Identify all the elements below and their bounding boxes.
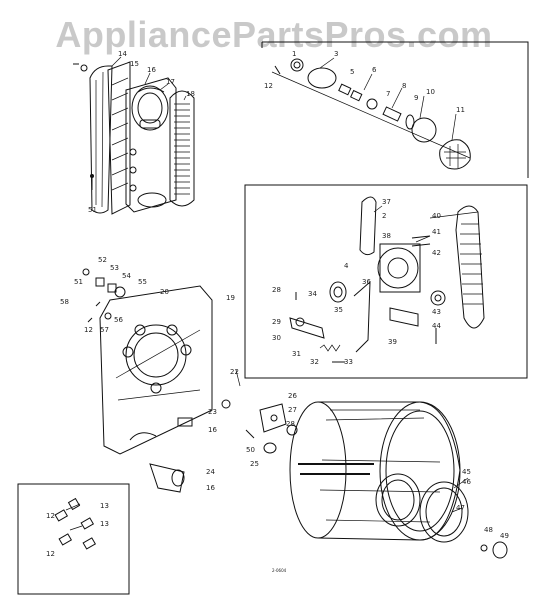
part-label: 50 <box>246 446 255 454</box>
part-label: 28 <box>272 286 281 294</box>
part-label: 29 <box>272 318 281 326</box>
part-label: 15 <box>130 60 139 68</box>
part-label: 32 <box>310 358 319 366</box>
motor-assembly <box>289 196 485 363</box>
part-label: 12 <box>46 550 55 558</box>
part-label: 11 <box>456 106 465 114</box>
part-label: 56 <box>114 316 123 324</box>
part-label: 1 <box>292 50 296 58</box>
part-label: 4 <box>344 262 349 270</box>
rear-bulkhead <box>82 268 231 493</box>
part-label: 27 <box>288 406 297 414</box>
drum-assembly <box>245 401 508 559</box>
part-label: 20 <box>160 288 169 296</box>
part-label: 16 <box>147 66 156 74</box>
part-label: 37 <box>382 198 391 206</box>
part-label: 52 <box>98 256 107 264</box>
part-label: 58 <box>60 298 69 306</box>
part-label: 13 <box>100 502 109 510</box>
part-label: 16 <box>208 426 217 434</box>
part-label: 25 <box>250 460 259 468</box>
part-label: 49 <box>500 532 509 540</box>
part-label: 48 <box>484 526 493 534</box>
part-label: 30 <box>272 334 281 342</box>
part-label: 53 <box>110 264 119 272</box>
part-label: 12 <box>46 512 55 520</box>
part-label: 51 <box>88 206 97 214</box>
part-label: 46 <box>462 478 471 486</box>
watermark: AppliancePartsPros.com <box>55 14 493 55</box>
part-label: 41 <box>432 228 441 236</box>
part-label: 17 <box>166 78 175 86</box>
part-label: 14 <box>118 50 127 58</box>
part-label: 39 <box>388 338 397 346</box>
part-label: 31 <box>292 350 301 358</box>
motor-box <box>244 184 528 379</box>
part-label: 47 <box>456 504 465 512</box>
part-label: 3 <box>334 50 338 58</box>
part-label: 12 <box>84 326 93 334</box>
part-label: 33 <box>344 358 353 366</box>
part-label: 12 <box>264 82 273 90</box>
part-label: 10 <box>426 88 435 96</box>
rear-bearing-assembly <box>271 58 471 170</box>
leader-lines <box>111 56 469 513</box>
part-label: 8 <box>402 82 406 90</box>
part-label: 38 <box>382 232 391 240</box>
part-label: 13 <box>100 520 109 528</box>
part-label: 22 <box>230 368 239 376</box>
part-label: 35 <box>334 306 343 314</box>
part-labels: 14 15 16 17 18 51 12 1 3 5 6 7 8 9 10 11… <box>46 50 509 573</box>
part-label: 55 <box>138 278 147 286</box>
part-label: 16 <box>206 484 215 492</box>
part-label: 54 <box>122 272 131 280</box>
part-label: 57 <box>100 326 109 334</box>
part-label: 51 <box>74 278 83 286</box>
part-label: 9 <box>414 94 418 102</box>
diagram-code: 2-0604 <box>272 568 287 573</box>
part-label: 7 <box>386 90 390 98</box>
part-label: 43 <box>432 308 441 316</box>
part-label: 44 <box>432 322 441 330</box>
part-label: 45 <box>462 468 471 476</box>
part-label: 28 <box>286 420 295 428</box>
inset-box <box>17 483 130 595</box>
part-label: 24 <box>206 468 215 476</box>
part-label: 34 <box>308 290 317 298</box>
part-label: 26 <box>288 392 297 400</box>
frame-lines <box>17 41 529 595</box>
part-label: 23 <box>208 408 217 416</box>
part-label: 36 <box>362 278 371 286</box>
part-label: 42 <box>432 249 441 257</box>
part-label: 40 <box>432 212 441 220</box>
part-label: 2 <box>382 212 386 220</box>
part-label: 19 <box>226 294 235 302</box>
inset-parts <box>54 497 97 550</box>
part-label: 18 <box>186 90 195 98</box>
part-label: 5 <box>350 68 354 76</box>
front-panel-assembly <box>73 61 195 215</box>
part-label: 6 <box>372 66 377 74</box>
